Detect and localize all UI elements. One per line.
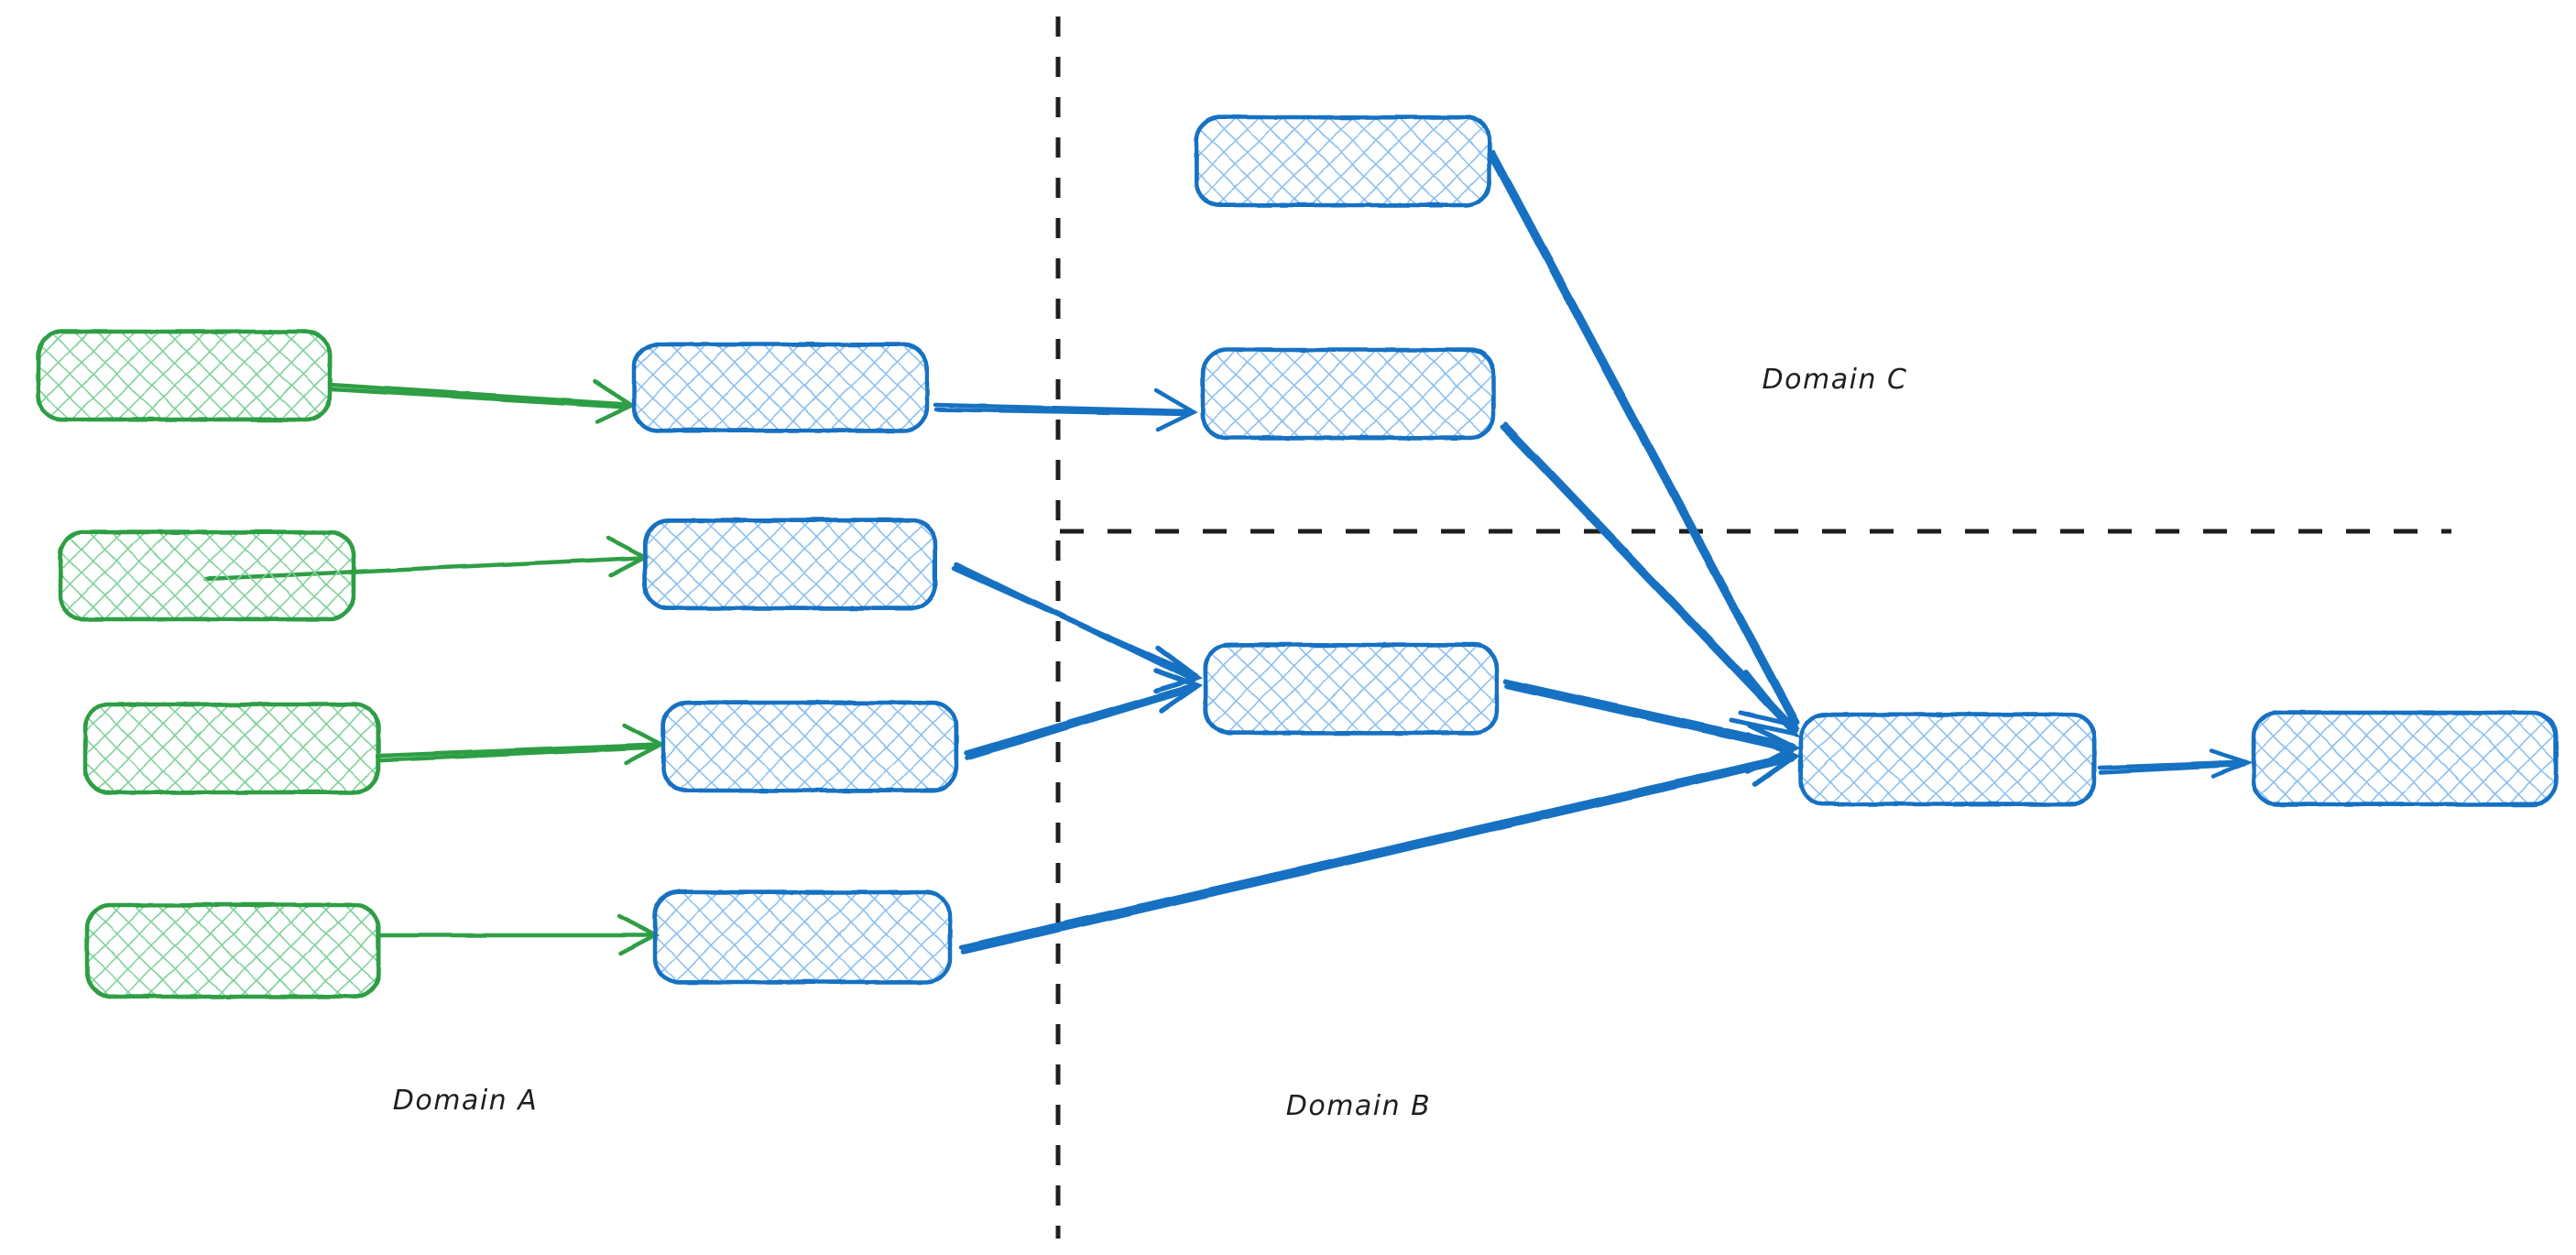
node-green-1[interactable] xyxy=(36,329,333,422)
node-blue-b2[interactable] xyxy=(1200,347,1496,441)
node-blue-3[interactable] xyxy=(660,700,959,793)
domain-c-label: Domain C xyxy=(1763,364,1908,396)
node-blue-2[interactable] xyxy=(642,518,938,611)
node-green-4[interactable] xyxy=(84,902,381,999)
edge-blue-1-to-blue-b2 xyxy=(933,387,1198,432)
node-group xyxy=(36,115,2559,999)
edge-blue-4-to-blue-c1 xyxy=(959,732,1801,955)
divider-group xyxy=(1055,16,2451,1239)
node-blue-c2[interactable] xyxy=(2251,710,2559,807)
node-green-3[interactable] xyxy=(82,702,381,795)
edge-blue-3-to-blue-b3 xyxy=(964,668,1203,760)
edge-blue-b3-to-blue-c1 xyxy=(1503,679,1802,774)
edge-blue-c1-to-blue-c2 xyxy=(2097,748,2254,780)
node-blue-4[interactable] xyxy=(652,889,953,985)
node-blue-c1[interactable] xyxy=(1798,712,2097,807)
node-blue-1[interactable] xyxy=(631,342,930,433)
domain-label-group: Domain A Domain B Domain C xyxy=(393,364,1908,1122)
edge-blue-b1-to-blue-c1 xyxy=(1487,149,1800,729)
edge-green-3-to-blue-3 xyxy=(377,723,666,766)
domain-a-label: Domain A xyxy=(393,1085,538,1117)
domain-b-label: Domain B xyxy=(1286,1090,1432,1122)
edge-green-1-to-blue-1 xyxy=(327,378,637,424)
edge-blue-b2-to-blue-c1 xyxy=(1500,421,1802,737)
edge-group xyxy=(203,149,2254,956)
edge-green-4-to-blue-4 xyxy=(377,913,660,956)
node-green-2[interactable] xyxy=(58,529,356,622)
node-blue-b3[interactable] xyxy=(1203,642,1500,736)
edge-blue-2-to-blue-b3 xyxy=(952,562,1203,693)
node-blue-b1[interactable] xyxy=(1194,115,1492,208)
